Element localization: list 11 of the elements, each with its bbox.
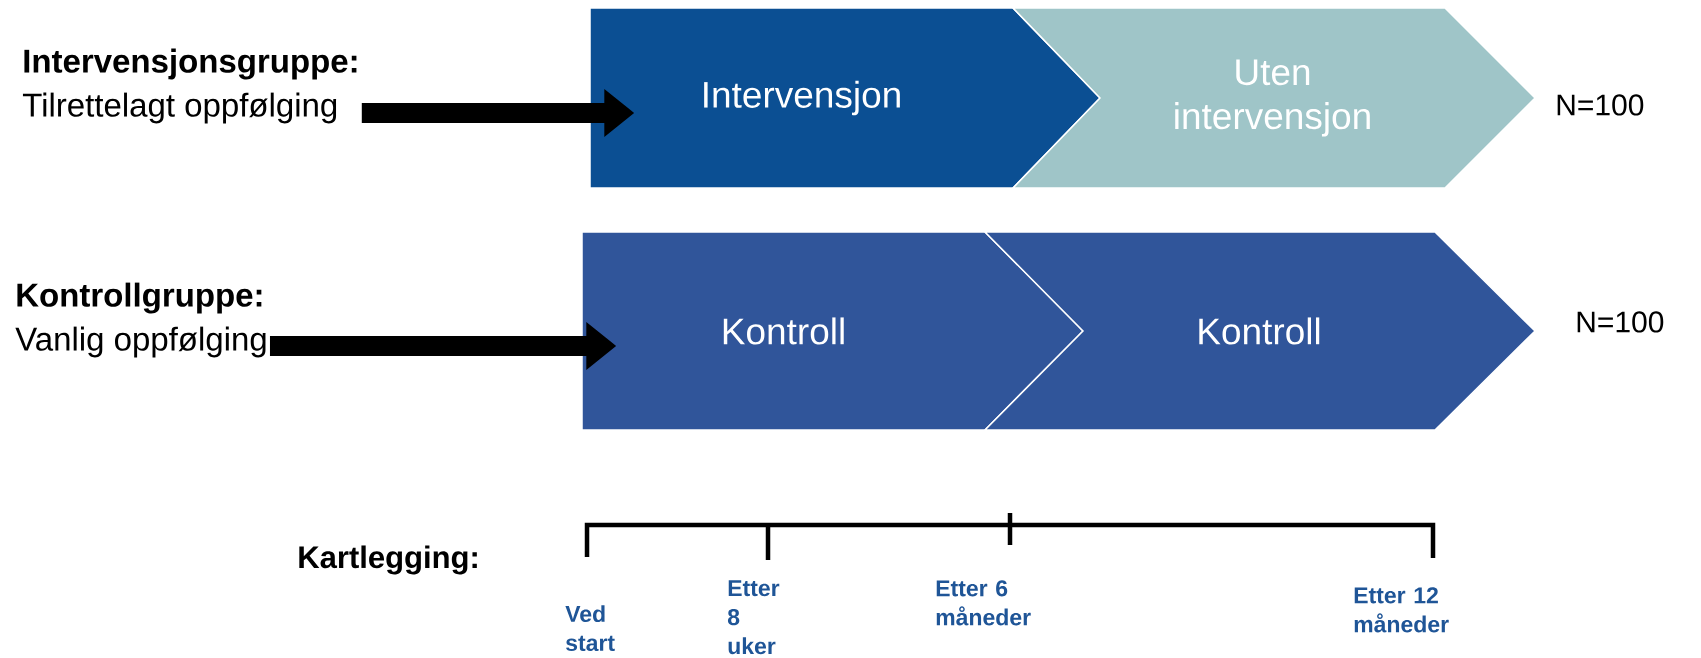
row-label: Kartlegging:: [299, 545, 477, 575]
group-label: Kontrollgruppe: Vanlig oppfølging: [15, 282, 266, 358]
group-label: Intervensjonsgruppe: Tilrettelagt oppfølging: [22, 48, 357, 124]
timepoint-label: Ved start: [565, 605, 615, 652]
sample-size-label: N=100: [1577, 311, 1664, 333]
sample-size-label: N=100: [1557, 94, 1644, 116]
timepoint-label: Etter 12 måneder: [1354, 587, 1449, 633]
phase-band: Uten intervensjon: [1011, 7, 1537, 189]
phase-band: Kontroll: [983, 231, 1537, 431]
timepoint-label: Etter 8 uker: [727, 580, 780, 655]
timepoint-label: Etter 6 måneder: [936, 580, 1031, 626]
